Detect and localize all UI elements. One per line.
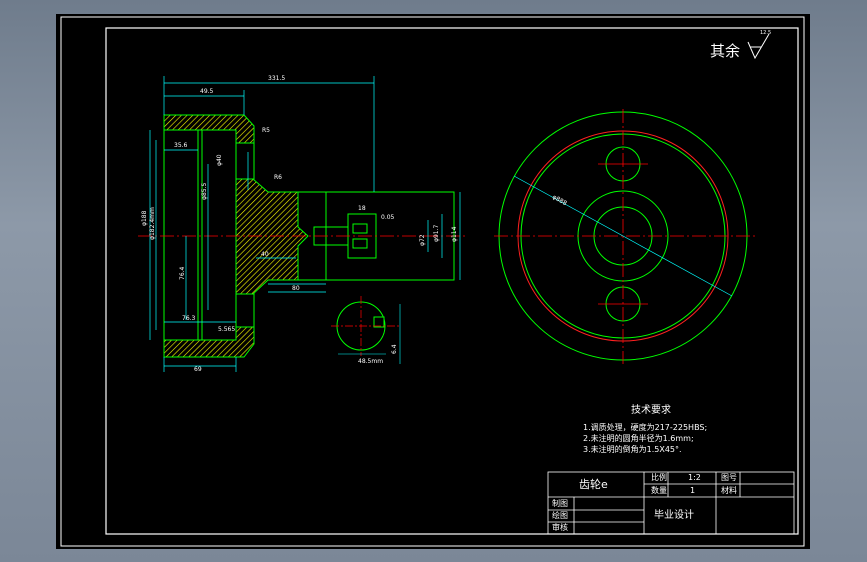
dim-center-dist: 76.4 (179, 266, 186, 280)
qty-label: 数量 (651, 486, 667, 495)
front-view: φ888 (494, 109, 756, 364)
scale-label: 比例 (651, 473, 667, 482)
dim-root: φ40 (216, 154, 223, 166)
dim-overall-length: 331.5 (268, 75, 285, 82)
dim-thread: φ182.4mm (149, 207, 156, 240)
dim-tol: 0.05 (381, 214, 395, 221)
part-name: 齿轮e (579, 478, 608, 491)
dim-depth: 40 (261, 251, 269, 258)
dim-r2: R6 (274, 174, 282, 181)
section-view (138, 114, 466, 358)
roughness-symbol (747, 33, 770, 60)
dim-hub-width: 49.5 (200, 88, 214, 95)
reviewed-label: 审核 (552, 523, 568, 532)
dim-shaft-len: 80 (292, 285, 300, 292)
dimension-lines (149, 76, 461, 372)
key-section (331, 296, 401, 364)
dim-keyway: 18 (358, 205, 366, 212)
inner-frame (105, 27, 799, 535)
dim-face-len: 5.565 (218, 326, 235, 333)
dim-shaft-d1: φ114 (451, 226, 458, 242)
dim-key-h: 6.4 (391, 344, 398, 354)
dim-inner-width: 35.6 (174, 142, 188, 149)
sheet-label: 图号 (721, 473, 737, 482)
dim-bore: φ85.5 (201, 183, 208, 201)
material-label: 材料 (721, 486, 737, 495)
project-name: 毕业设计 (654, 510, 694, 521)
qty-value: 1 (690, 486, 696, 495)
dim-shaft-d2: φ91.7 (433, 225, 440, 243)
dim-gear-od: φ188 (141, 210, 148, 226)
tech-req-title: 技术要求 (631, 405, 671, 416)
tech-req-item: 2.未注明的圆角半径为1.6mm; (583, 434, 694, 443)
outer-frame (60, 16, 805, 547)
drawn-label: 制图 (552, 499, 568, 508)
tech-req-item: 1.调质处理，硬度为217-225HBS; (583, 423, 708, 432)
dim-circle-d: φ888 (551, 194, 568, 208)
tech-req-item: 3.未注明的倒角为1.5X45°. (583, 445, 682, 454)
dim-shaft-d3: φ72 (419, 234, 426, 246)
drawing-sheet: 331.5 49.5 35.6 φ188 φ182.4mm φ85.5 φ40 … (56, 14, 810, 549)
cad-drawing: 331.5 49.5 35.6 φ188 φ182.4mm φ85.5 φ40 … (60, 16, 805, 547)
scale-value: 1:2 (688, 473, 701, 482)
dimension-texts: 331.5 49.5 35.6 φ188 φ182.4mm φ85.5 φ40 … (141, 75, 458, 373)
dim-key-w: 48.5mm (358, 358, 383, 365)
drawer-label: 绘图 (552, 511, 568, 520)
roughness-note: 其余 (710, 42, 741, 60)
dim-r1: R5 (262, 127, 270, 134)
title-block-grid (547, 471, 795, 535)
dim-bottom-len: 69 (194, 366, 202, 373)
roughness-value: 12.5 (760, 30, 772, 36)
dim-step: 76.3 (182, 315, 196, 322)
